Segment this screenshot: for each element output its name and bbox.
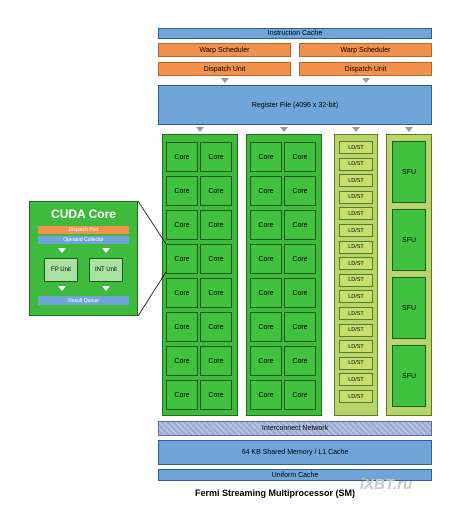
core-unit: Core [284, 142, 316, 172]
core-unit: Core [284, 346, 316, 376]
interconnect-network: Interconnect Network [158, 421, 432, 436]
core-unit: Core [200, 380, 232, 410]
cuda-core-title: CUDA Core [51, 207, 116, 221]
arrow-icon [58, 286, 66, 291]
sfu-unit: SFU [392, 209, 426, 271]
arrow-icon [405, 127, 413, 132]
core-unit: Core [166, 312, 198, 342]
cuda-core-inset: CUDA Core Dispatch Port Operand Collecto… [29, 201, 138, 316]
core-unit: Core [250, 312, 282, 342]
watermark: iXBT.ru [360, 476, 413, 493]
core-unit: Core [166, 244, 198, 274]
cuda-operand-collector: Operand Collector [38, 236, 129, 244]
ldst-unit: LD/ST [339, 390, 373, 403]
ldst-unit: LD/ST [339, 240, 373, 254]
core-unit: Core [250, 278, 282, 308]
core-unit: Core [200, 346, 232, 376]
arrow-icon [352, 127, 360, 132]
sfu-unit: SFU [392, 277, 426, 339]
core-unit: Core [284, 210, 316, 240]
ldst-unit: LD/ST [339, 207, 373, 221]
core-unit: Core [166, 346, 198, 376]
ldst-unit: LD/ST [339, 290, 373, 304]
ldst-unit: LD/ST [339, 257, 373, 271]
ldst-unit: LD/ST [339, 190, 373, 204]
core-unit: Core [200, 244, 232, 274]
core-unit: Core [200, 142, 232, 172]
core-unit: Core [166, 278, 198, 308]
arrow-icon [102, 248, 110, 253]
core-unit: Core [200, 176, 232, 206]
core-unit: Core [250, 346, 282, 376]
shared-memory-l1-cache: 64 KB Shared Memory / L1 Cache [158, 440, 432, 465]
dispatch-unit-left: Dispatch Unit [158, 62, 291, 76]
ldst-unit: LD/ST [339, 307, 373, 320]
diagram-caption: Fermi Streaming Multiprocessor (SM) [195, 488, 356, 498]
core-unit: Core [200, 312, 232, 342]
cuda-int-unit: INT Unit [89, 258, 123, 282]
core-unit: Core [284, 380, 316, 410]
core-unit: Core [166, 210, 198, 240]
core-unit: Core [284, 176, 316, 206]
ldst-unit: LD/ST [339, 373, 373, 387]
core-unit: Core [284, 312, 316, 342]
ldst-unit: LD/ST [339, 224, 373, 237]
arrow-icon [221, 78, 229, 83]
arrow-icon [102, 286, 110, 291]
ldst-unit: LD/ST [339, 273, 373, 287]
core-unit: Core [250, 210, 282, 240]
ldst-unit: LD/ST [339, 174, 373, 188]
core-unit: Core [284, 244, 316, 274]
core-unit: Core [200, 278, 232, 308]
core-unit: Core [200, 210, 232, 240]
warp-scheduler-right: Warp Scheduler [299, 43, 432, 57]
instruction-cache: Instruction Cache [158, 28, 432, 39]
sfu-unit: SFU [392, 345, 426, 407]
dispatch-unit-right: Dispatch Unit [299, 62, 432, 76]
ldst-unit: LD/ST [339, 157, 373, 171]
core-unit: Core [166, 176, 198, 206]
ldst-unit: LD/ST [339, 356, 373, 370]
arrow-icon [58, 248, 66, 253]
sfu-unit: SFU [392, 141, 426, 203]
arrow-icon [196, 127, 204, 132]
core-unit: Core [250, 380, 282, 410]
arrow-icon [280, 127, 288, 132]
core-unit: Core [166, 142, 198, 172]
ldst-unit: LD/ST [339, 323, 373, 337]
core-unit: Core [250, 142, 282, 172]
core-unit: Core [250, 176, 282, 206]
core-unit: Core [284, 278, 316, 308]
arrow-icon [362, 78, 370, 83]
register-file: Register File (4096 x 32-bit) [158, 85, 432, 125]
cuda-dispatch-port: Dispatch Port [38, 226, 129, 234]
ldst-unit: LD/ST [339, 340, 373, 354]
warp-scheduler-left: Warp Scheduler [158, 43, 291, 57]
core-unit: Core [166, 380, 198, 410]
core-unit: Core [250, 244, 282, 274]
ldst-unit: LD/ST [339, 141, 373, 154]
cuda-fp-unit: FP Unit [44, 258, 78, 282]
cuda-result-queue: Result Queue [38, 296, 129, 305]
uniform-cache: Uniform Cache [158, 469, 432, 481]
